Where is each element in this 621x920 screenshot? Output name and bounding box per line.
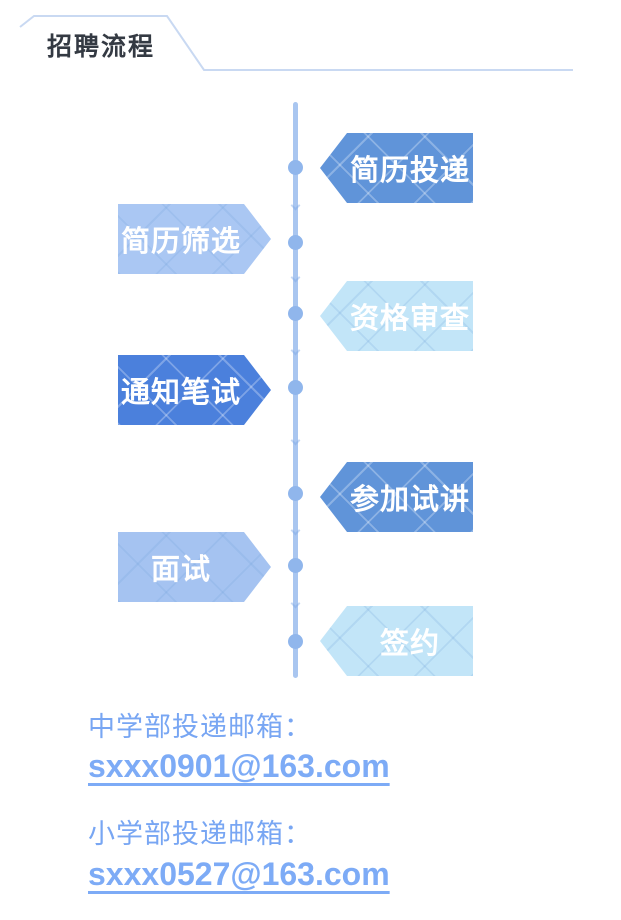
step-qualification-review: 资格审查 (320, 281, 473, 351)
timeline-dot (288, 634, 303, 649)
step-resume-submission: 简历投递 (320, 133, 473, 203)
timeline-dot (288, 160, 303, 175)
timeline-dot (288, 486, 303, 501)
step-written-test-notice: 通知笔试 (118, 355, 271, 425)
step-signing: 签约 (320, 606, 473, 676)
step-trial-lecture: 参加试讲 (320, 462, 473, 532)
step-resume-screening: 简历筛选 (118, 204, 271, 274)
page-title: 招聘流程 (47, 33, 156, 61)
timeline-dot (288, 235, 303, 250)
contact-label-primary-school: 小学部投递邮箱： (88, 819, 312, 849)
header-decoration-line (19, 15, 573, 71)
timeline-dot (288, 380, 303, 395)
timeline-dot (288, 558, 303, 573)
email-link-primary-school[interactable]: sxxx0527@163.com (88, 856, 390, 892)
timeline-dot (288, 306, 303, 321)
email-link-middle-school[interactable]: sxxx0901@163.com (88, 748, 390, 784)
contact-label-middle-school: 中学部投递邮箱： (88, 712, 312, 742)
step-interview: 面试 (118, 532, 271, 602)
